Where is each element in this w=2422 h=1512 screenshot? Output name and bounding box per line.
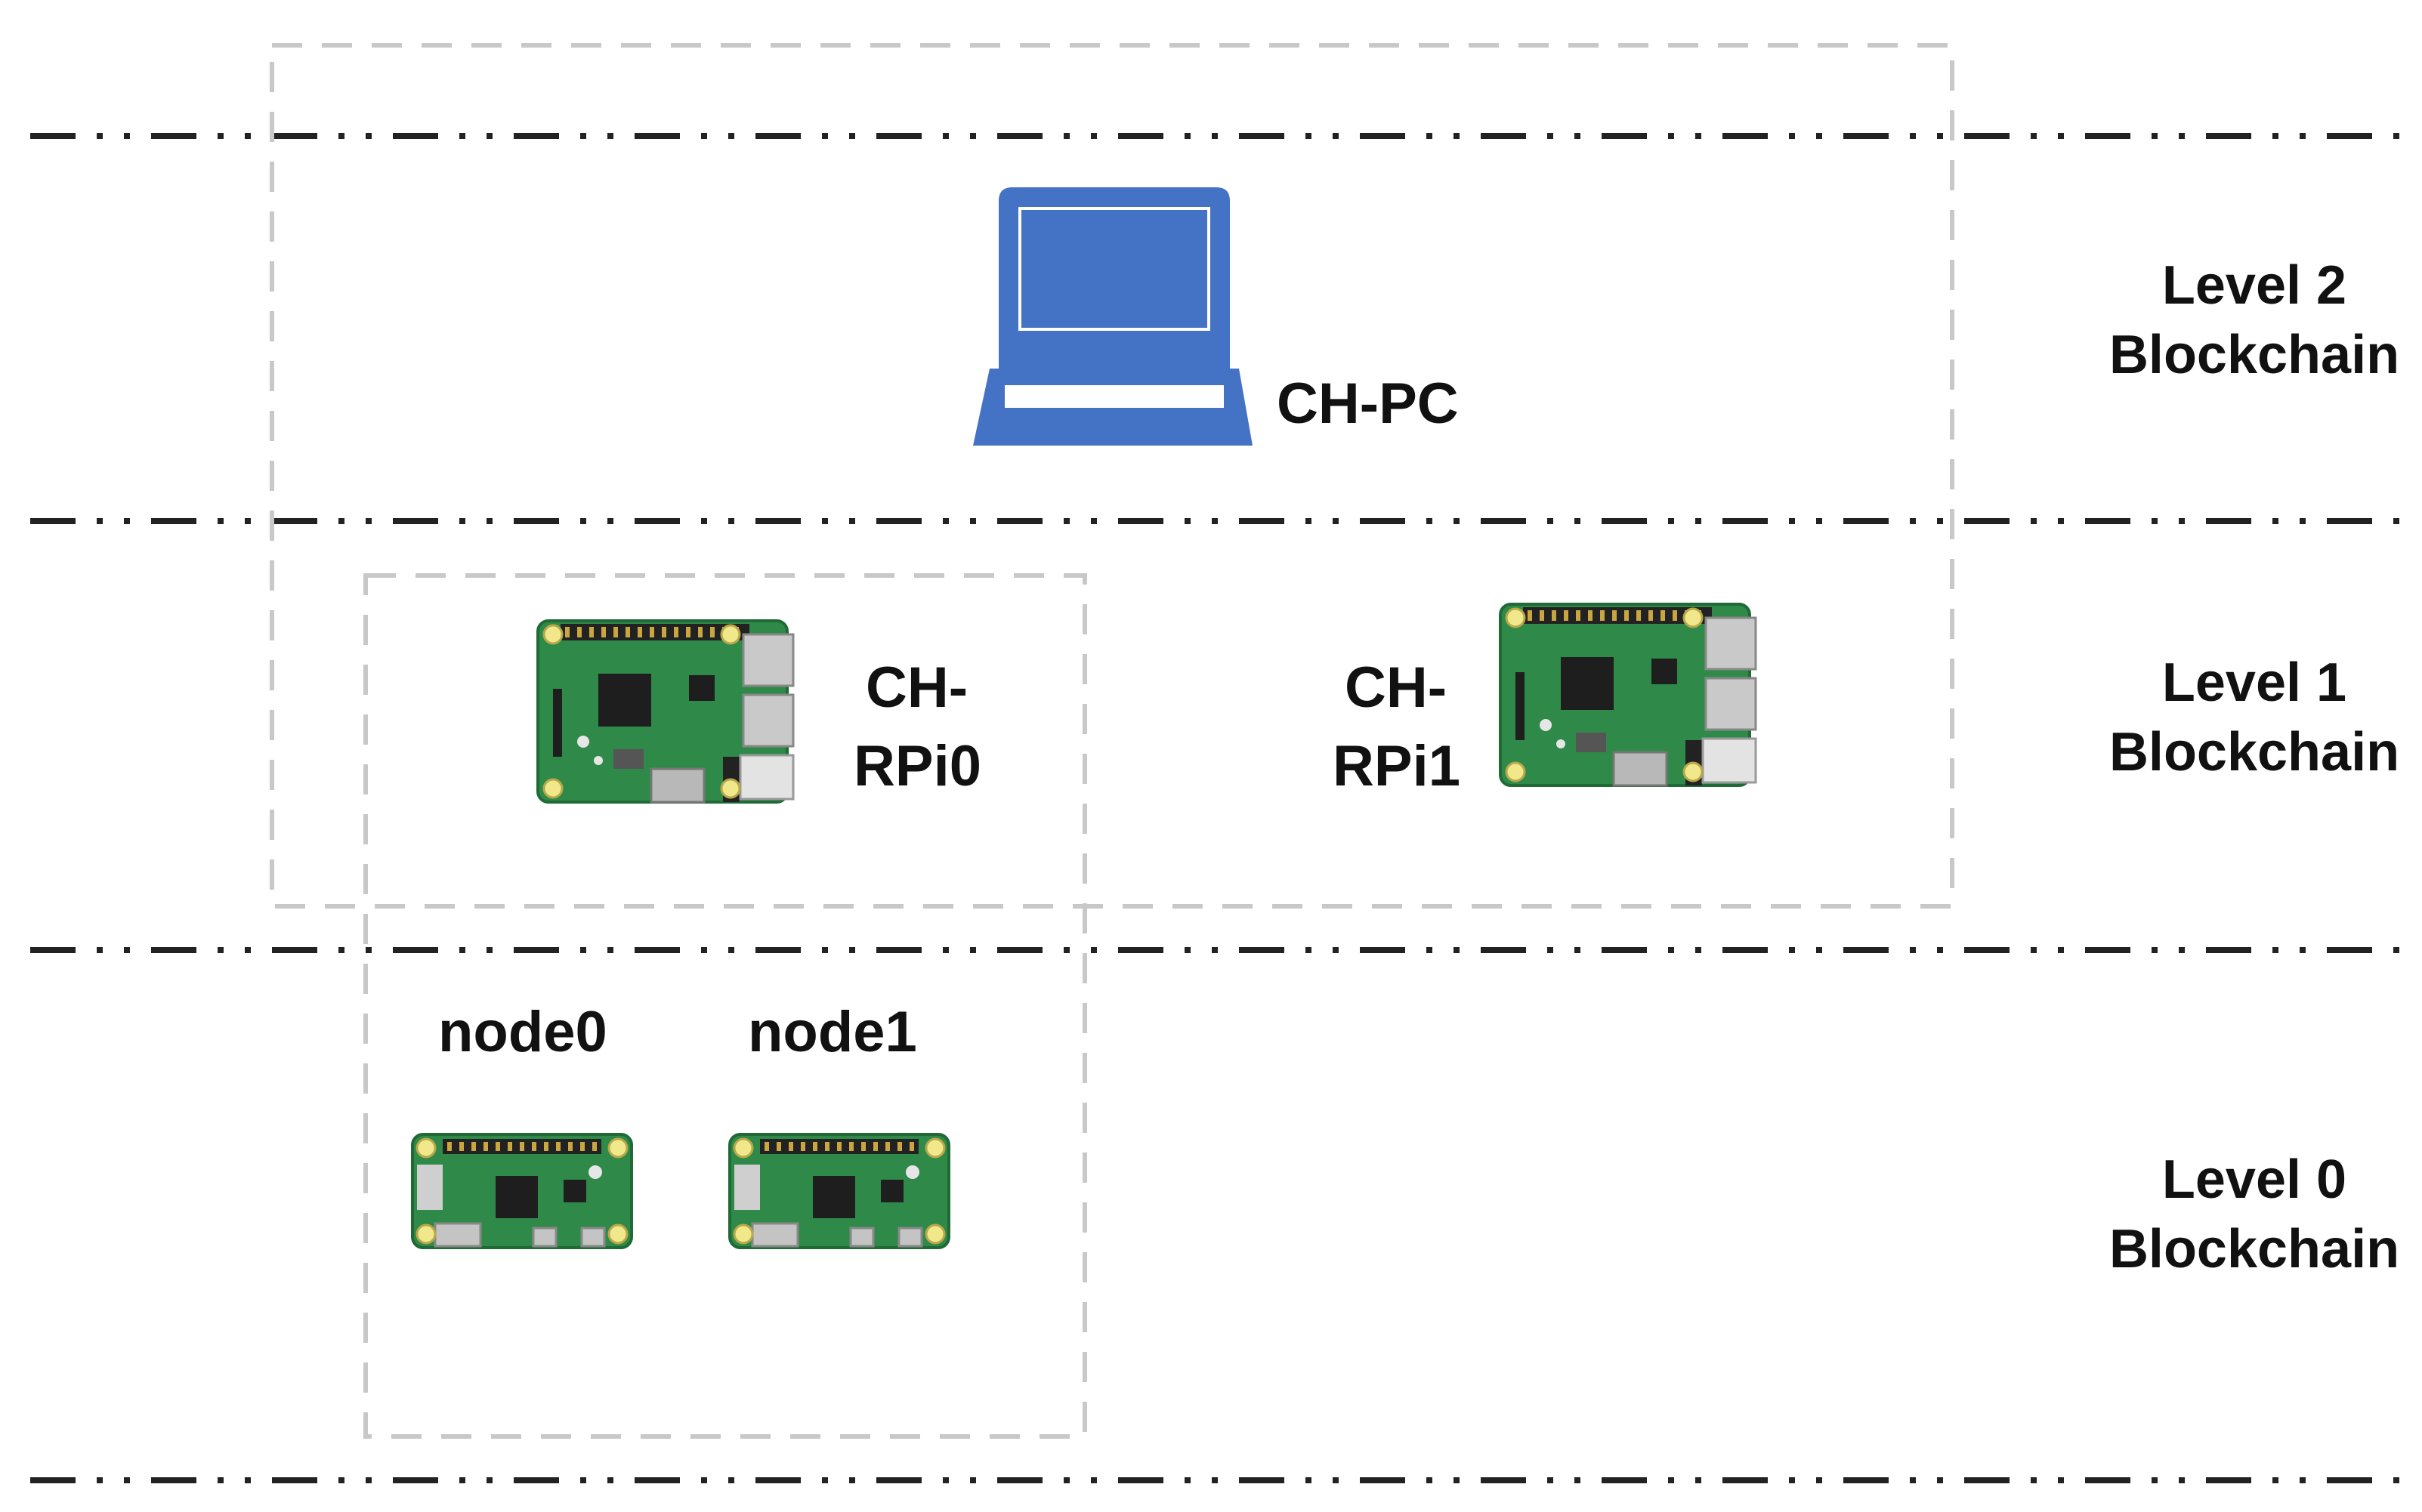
ch-rpi0-label-line2: RPi0 <box>854 734 981 798</box>
node0-label: node0 <box>438 1000 607 1064</box>
ch-rpi1-label-line1: CH- <box>1345 656 1447 720</box>
laptop-icon <box>973 187 1253 446</box>
ch-rpi1-label-line2: RPi1 <box>1333 734 1460 798</box>
level-1-label-line1: Level 1 <box>2162 653 2346 713</box>
raspberry-pi-zero-icon <box>411 1133 633 1249</box>
raspberry-pi-zero-icon <box>728 1133 950 1249</box>
node1-label: node1 <box>748 1000 917 1064</box>
raspberry-pi-board-icon <box>1499 603 1757 787</box>
level-1-label-line2: Blockchain <box>2109 722 2399 782</box>
upper-cluster-box <box>270 43 1954 909</box>
level-0-label-line2: Blockchain <box>2109 1219 2399 1279</box>
level-0-label-line1: Level 0 <box>2162 1149 2346 1210</box>
level-2-label-line1: Level 2 <box>2162 255 2346 316</box>
raspberry-pi-board-icon <box>536 619 795 804</box>
lower-cluster-box <box>363 573 1087 1439</box>
ch-pc-label: CH-PC <box>1277 372 1459 436</box>
ch-rpi0-label-line1: CH- <box>866 656 968 720</box>
level-2-label-line2: Blockchain <box>2109 325 2399 385</box>
